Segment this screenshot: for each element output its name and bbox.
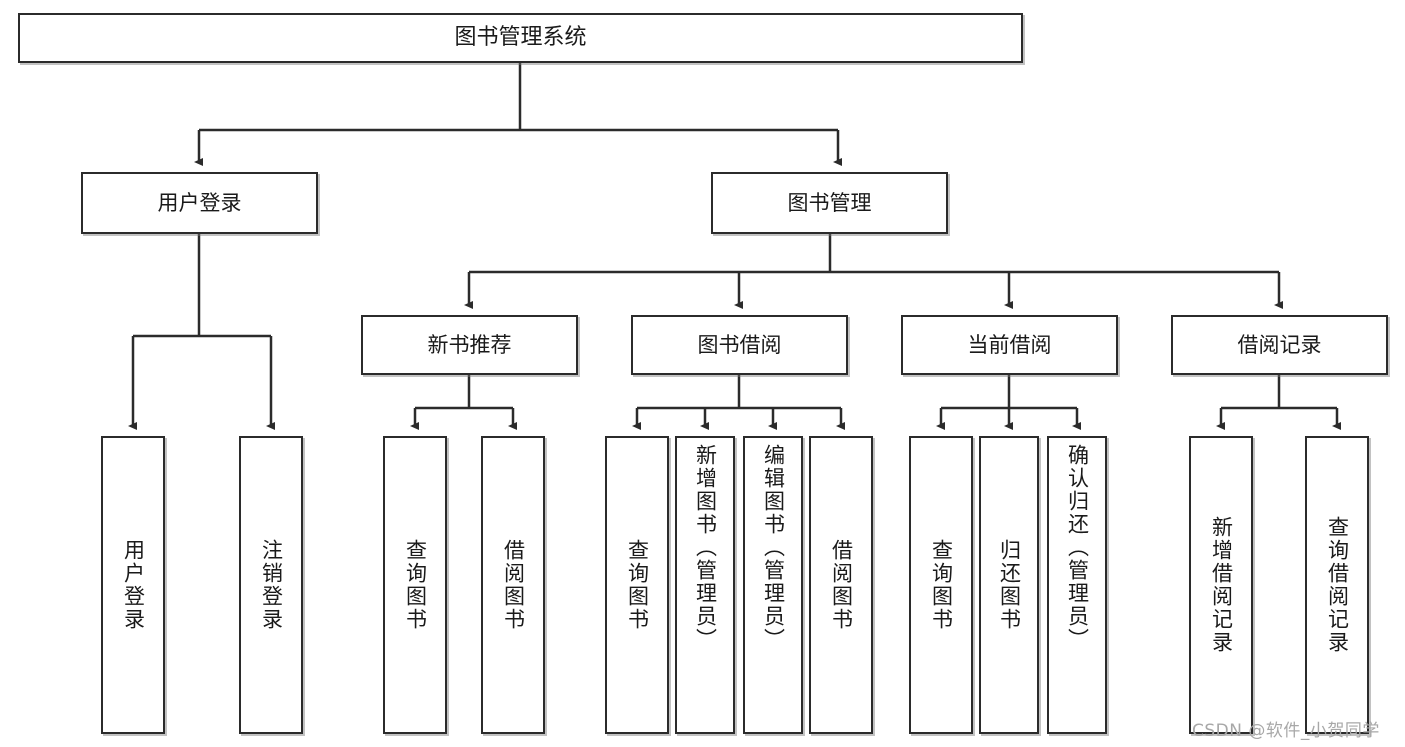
- node-label: 图书管理: [787, 190, 872, 215]
- leaf-borrow-borrow-book[interactable]: 借阅图书: [809, 436, 873, 734]
- node-label: 用户登录: [157, 190, 242, 215]
- node-user-login[interactable]: 用户登录: [81, 172, 318, 234]
- leaf-recommend-borrow-book[interactable]: 借阅图书: [481, 436, 545, 734]
- leaf-current-confirm-return-admin[interactable]: 确认归还（管理员）: [1047, 436, 1107, 734]
- leaf-borrow-query-book[interactable]: 查询图书: [605, 436, 669, 734]
- leaf-record-query-record[interactable]: 查询借阅记录: [1305, 436, 1369, 734]
- node-label: 注销登录: [259, 539, 284, 631]
- node-book-borrow[interactable]: 图书借阅: [631, 315, 848, 375]
- node-label: 归还图书: [997, 539, 1022, 631]
- node-label: 新增图书（管理员）: [693, 444, 718, 651]
- leaf-record-add-record[interactable]: 新增借阅记录: [1189, 436, 1253, 734]
- node-label: 借阅记录: [1237, 332, 1322, 357]
- leaf-borrow-add-book-admin[interactable]: 新增图书（管理员）: [675, 436, 735, 734]
- leaf-recommend-query-book[interactable]: 查询图书: [383, 436, 447, 734]
- node-label: 编辑图书（管理员）: [761, 444, 786, 651]
- leaf-current-return-book[interactable]: 归还图书: [979, 436, 1039, 734]
- node-label: 查询图书: [403, 539, 428, 631]
- node-new-book-recommend[interactable]: 新书推荐: [361, 315, 578, 375]
- node-label: 图书借阅: [697, 332, 782, 357]
- leaf-user-login-logout[interactable]: 注销登录: [239, 436, 303, 734]
- node-label: 当前借阅: [967, 332, 1052, 357]
- node-root-system[interactable]: 图书管理系统: [18, 13, 1023, 63]
- leaf-user-login-login[interactable]: 用户登录: [101, 436, 165, 734]
- leaf-borrow-edit-book-admin[interactable]: 编辑图书（管理员）: [743, 436, 803, 734]
- node-book-management[interactable]: 图书管理: [711, 172, 948, 234]
- leaf-current-query-book[interactable]: 查询图书: [909, 436, 973, 734]
- node-current-borrow[interactable]: 当前借阅: [901, 315, 1118, 375]
- node-label: 新增借阅记录: [1209, 516, 1234, 654]
- node-label: 借阅图书: [829, 539, 854, 631]
- node-label: 查询图书: [929, 539, 954, 631]
- node-label: 新书推荐: [427, 332, 512, 357]
- node-label: 借阅图书: [501, 539, 526, 631]
- node-label: 图书管理系统: [454, 25, 587, 51]
- node-label: 用户登录: [121, 539, 146, 631]
- node-borrow-record[interactable]: 借阅记录: [1171, 315, 1388, 375]
- node-label: 查询借阅记录: [1325, 516, 1350, 654]
- node-label: 确认归还（管理员）: [1065, 444, 1090, 651]
- csdn-watermark: CSDN @软件_小贺同学: [1192, 721, 1380, 741]
- node-label: 查询图书: [625, 539, 650, 631]
